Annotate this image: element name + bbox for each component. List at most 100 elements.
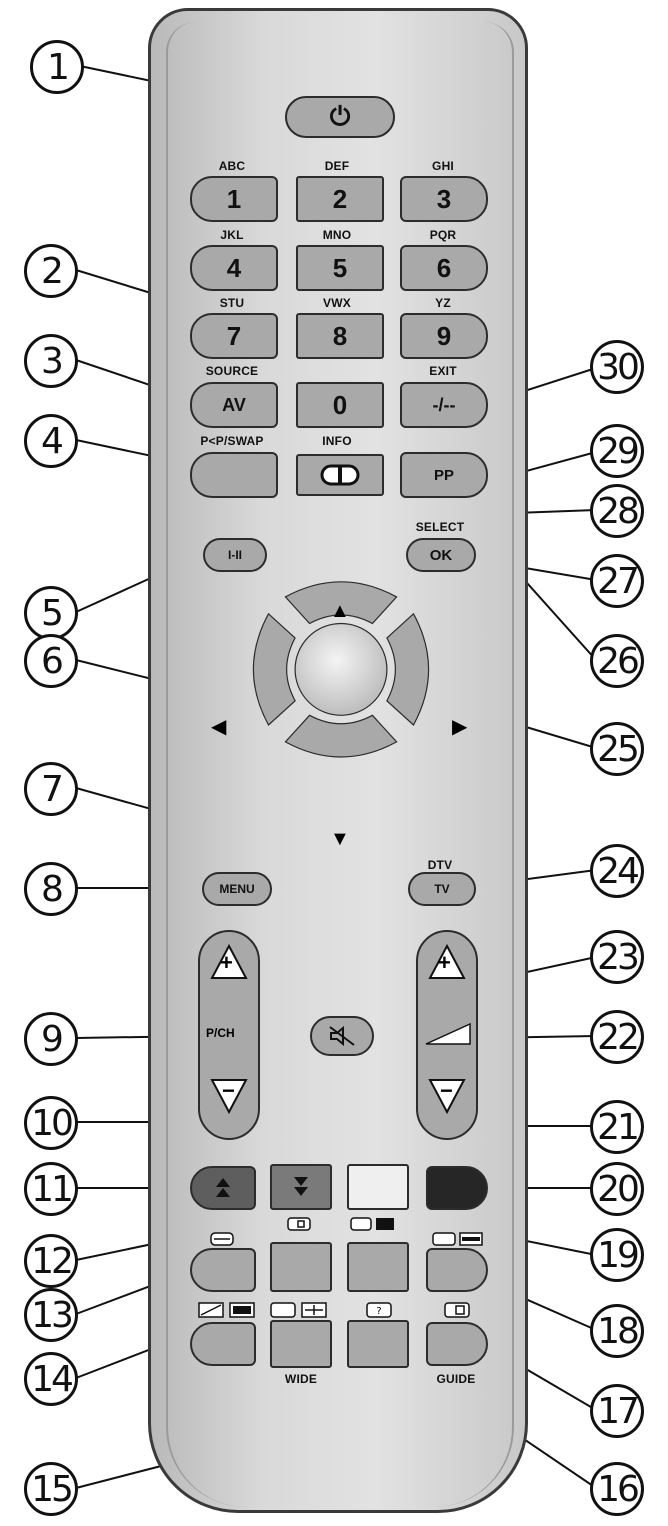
nav-down-button[interactable] — [284, 714, 398, 758]
arrow-left-icon: ◀ — [211, 716, 227, 738]
volume-minus-icon: − — [440, 1078, 453, 1103]
callout-16: 16 — [590, 1462, 644, 1516]
dtv-tag: DTV — [427, 858, 453, 872]
digit-letters-4: JKL — [220, 228, 244, 242]
digit-letters-9: YZ — [435, 296, 451, 310]
program-minus-icon: − — [222, 1078, 235, 1103]
mono-stereo-button[interactable]: I-II — [203, 538, 267, 572]
callout-14: 14 — [24, 1352, 78, 1406]
teletext-mix-button[interactable] — [347, 1242, 409, 1292]
navigation-pad — [252, 581, 430, 758]
page-up-icon — [216, 1178, 230, 1197]
callout-12: 12 — [24, 1234, 78, 1288]
teletext-reveal-button[interactable] — [270, 1242, 332, 1292]
wide-tag: WIDE — [284, 1372, 318, 1386]
power-icon: ⏻ — [329, 101, 351, 131]
dash-button[interactable]: -/-- — [400, 382, 488, 428]
callout-9: 9 — [24, 1012, 78, 1066]
teletext-hold-button[interactable] — [190, 1248, 256, 1292]
program-plus-icon: + — [220, 950, 233, 975]
callout-24: 24 — [590, 844, 644, 898]
digit-1-button[interactable]: 1 — [190, 176, 278, 222]
swap-button[interactable] — [190, 452, 278, 498]
tv-button[interactable]: TV — [408, 872, 476, 906]
digit-letters-2: DEF — [324, 159, 350, 173]
callout-22: 22 — [590, 1010, 644, 1064]
callout-7: 7 — [24, 762, 78, 816]
info-button[interactable] — [296, 454, 384, 496]
callout-30: 30 — [590, 340, 644, 394]
digit-letters-3: GHI — [432, 159, 454, 173]
digit-4-button[interactable]: 4 — [190, 245, 278, 291]
digit-3-button[interactable]: 3 — [400, 176, 488, 222]
digit-7-button[interactable]: 7 — [190, 313, 278, 359]
callout-6: 6 — [24, 634, 78, 688]
green-button[interactable] — [270, 1164, 332, 1210]
callout-4: 4 — [24, 414, 78, 468]
digit-8-button[interactable]: 8 — [296, 313, 384, 359]
callout-20: 20 — [590, 1162, 644, 1216]
digit-letters-7: STU — [219, 296, 245, 310]
teletext-subpage-icon — [432, 1232, 483, 1246]
digit-0-button[interactable]: 0 — [296, 382, 384, 428]
callout-26: 26 — [590, 634, 644, 688]
arrow-up-icon: ▲ — [330, 600, 350, 622]
teletext-index-button[interactable] — [347, 1320, 409, 1368]
teletext-hold-icon — [210, 1232, 234, 1246]
nav-left-button[interactable] — [252, 612, 296, 726]
teletext-mix-icon — [350, 1217, 394, 1231]
menu-button[interactable]: MENU — [202, 872, 272, 906]
guide-tag: GUIDE — [436, 1372, 476, 1386]
yellow-button[interactable] — [347, 1164, 409, 1210]
power-button[interactable]: ⏻ — [285, 96, 395, 138]
teletext-index-icon: ? — [366, 1302, 392, 1318]
volume-down-button[interactable] — [428, 1078, 466, 1114]
callout-5: 5 — [24, 586, 78, 640]
nav-right-button[interactable] — [386, 612, 430, 726]
callout-2: 2 — [24, 244, 78, 298]
digit-9-button[interactable]: 9 — [400, 313, 488, 359]
callout-29: 29 — [590, 424, 644, 478]
guide-button[interactable] — [426, 1322, 488, 1366]
nav-up-button[interactable] — [284, 581, 398, 625]
digit-2-button[interactable]: 2 — [296, 176, 384, 222]
volume-up-button[interactable] — [428, 944, 466, 980]
mute-icon — [329, 1025, 355, 1047]
program-up-button[interactable] — [210, 944, 248, 980]
teletext-subpage-button[interactable] — [426, 1248, 488, 1292]
av-button[interactable]: AV — [190, 382, 278, 428]
mute-button[interactable] — [310, 1016, 374, 1056]
digit-5-button[interactable]: 5 — [296, 245, 384, 291]
swap-tag: P<P/SWAP — [200, 434, 264, 448]
blue-button[interactable] — [426, 1166, 488, 1210]
arrow-down-icon: ▼ — [330, 828, 350, 850]
select-tag: SELECT — [415, 520, 465, 534]
info-tag: INFO — [322, 434, 352, 448]
red-button[interactable] — [190, 1166, 256, 1210]
ok-button[interactable]: OK — [406, 538, 476, 572]
pch-label: P/CH — [206, 1026, 235, 1040]
callout-21: 21 — [590, 1100, 644, 1154]
nav-center-button[interactable] — [294, 622, 388, 716]
callout-18: 18 — [590, 1304, 644, 1358]
svg-text:?: ? — [376, 1306, 381, 1317]
pp-button[interactable]: PP — [400, 452, 488, 498]
callout-8: 8 — [24, 862, 78, 916]
picture-mode-button[interactable] — [190, 1322, 256, 1366]
digit-letters-1: ABC — [218, 159, 246, 173]
callout-27: 27 — [590, 554, 644, 608]
program-down-button[interactable] — [210, 1078, 248, 1114]
source-tag: SOURCE — [205, 364, 259, 378]
teletext-reveal-icon — [287, 1217, 311, 1231]
callout-25: 25 — [590, 722, 644, 776]
digit-letters-8: VWX — [323, 296, 351, 310]
callout-1: 1 — [30, 40, 84, 94]
digit-6-button[interactable]: 6 — [400, 245, 488, 291]
callout-19: 19 — [590, 1228, 644, 1282]
callout-15: 15 — [24, 1462, 78, 1516]
picture-mode-icon — [198, 1302, 255, 1318]
wide-button[interactable] — [270, 1320, 332, 1368]
volume-plus-icon: + — [438, 950, 451, 975]
callout-28: 28 — [590, 484, 644, 538]
